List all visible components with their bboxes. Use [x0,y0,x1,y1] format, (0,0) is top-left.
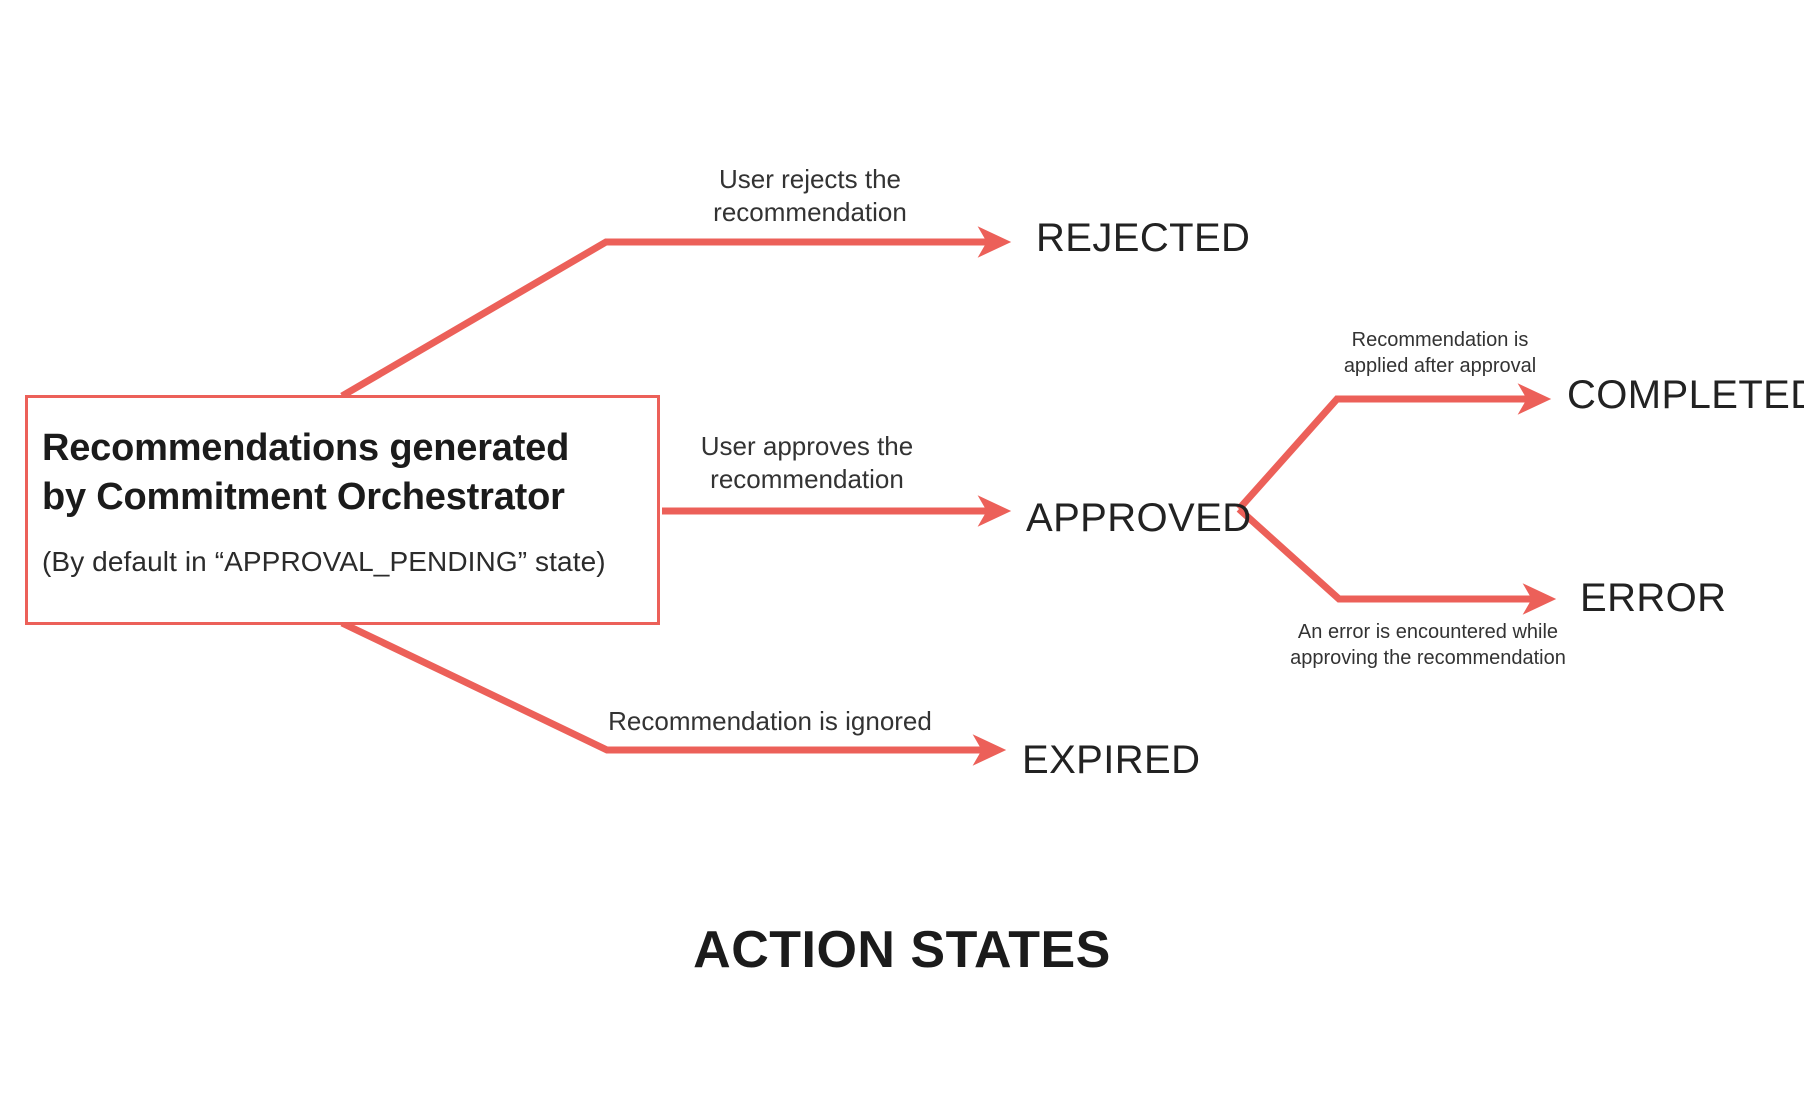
state-node-error: ERROR [1580,576,1727,620]
source-node: Recommendations generated by Commitment … [25,395,660,625]
state-node-approved: APPROVED [1026,496,1252,540]
state-node-expired: EXPIRED [1022,738,1201,782]
source-node-subtitle: (By default in “APPROVAL_PENDING” state) [42,545,606,577]
state-node-completed: COMPLETED [1567,373,1804,417]
edge-label-reject: User rejects the recommendation [713,164,907,228]
state-node-rejected: REJECTED [1036,216,1251,260]
edge-label-expire: Recommendation is ignored [608,706,932,736]
source-node-title: Recommendations generated by Commitment … [42,427,570,519]
edge-source-to-rejected [340,226,1012,400]
edge-approved-to-completed [1236,383,1552,512]
diagram-caption: ACTION STATES [693,921,1111,979]
edge-label-error: An error is encountered while approving … [1290,621,1566,669]
edge-approved-to-error [1236,506,1557,615]
edge-label-approve: User approves the recommendation [700,431,914,495]
edge-label-complete: Recommendation is applied after approval [1343,329,1537,377]
